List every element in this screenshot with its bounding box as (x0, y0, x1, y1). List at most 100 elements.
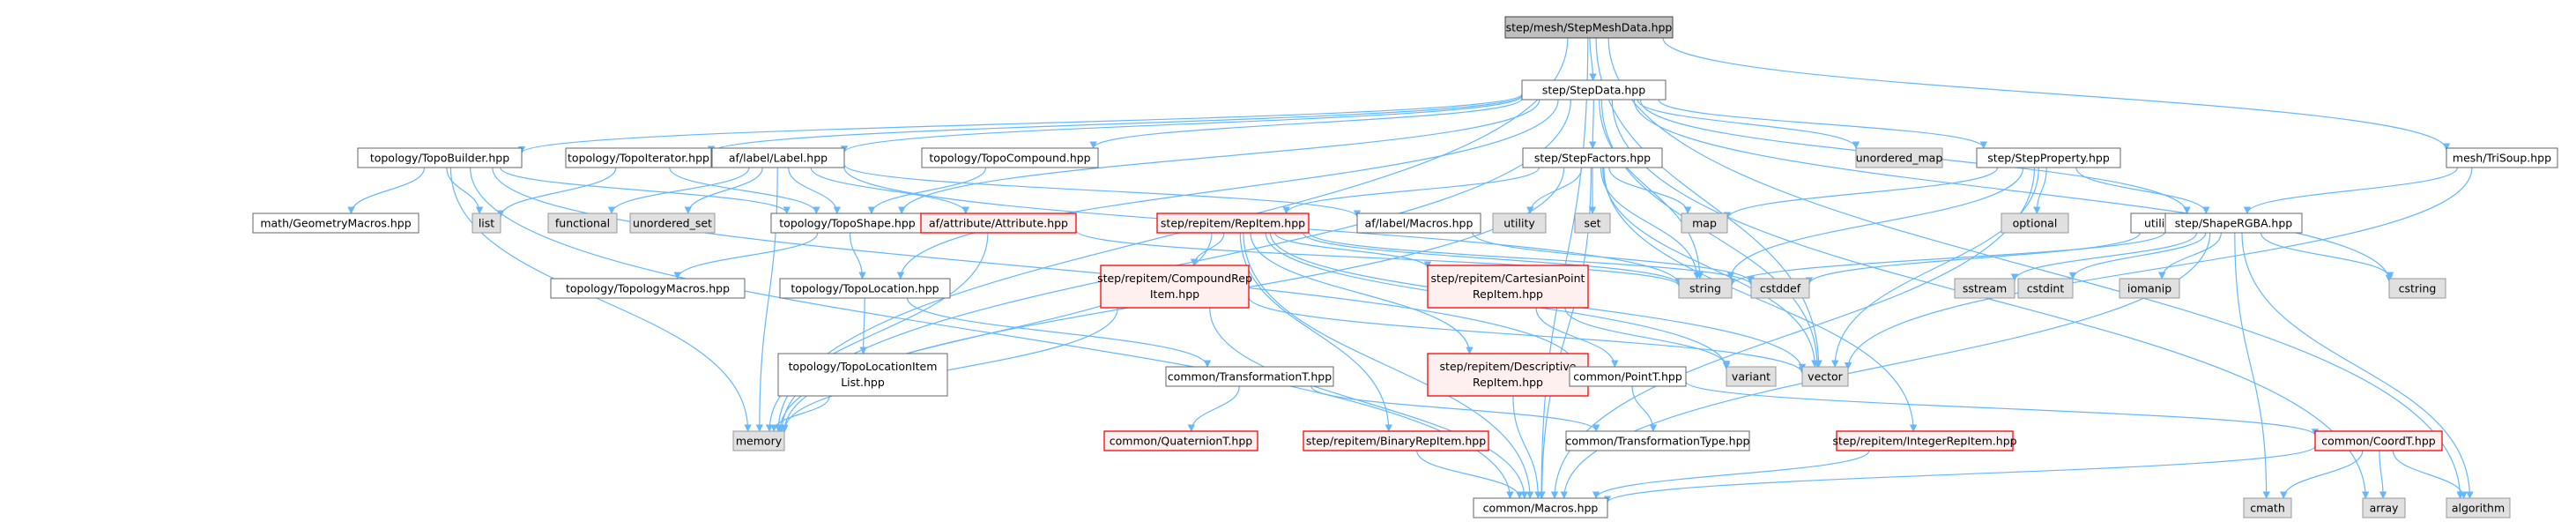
node-macros-label[interactable]: af/label/Macros.hpp (1356, 213, 1481, 234)
edge-stepdata-to-topobuilder (518, 93, 1523, 154)
node-box (1954, 278, 2016, 299)
node-binaryrepitem[interactable]: step/repitem/BinaryRepItem.hpp (1303, 430, 1489, 451)
edge-trisoup-to-indexdef (2243, 167, 2459, 214)
node-integerrepitem[interactable]: step/repitem/IntegerRepItem.hpp (1832, 430, 2017, 451)
dependency-edges (347, 37, 2474, 503)
node-label: topology/TopoLocation.hpp (791, 282, 939, 295)
node-label: af/attribute/Attribute.hpp (929, 217, 1068, 230)
node-pointt[interactable]: common/PointT.hpp (1569, 366, 1687, 387)
node-iomanip: iomanip (2119, 278, 2180, 299)
node-label: mesh/TriSoup.hpp (2453, 152, 2551, 165)
edge-stepproperty-to-string (1726, 167, 2024, 280)
edge-repitem-to-macros_common (1243, 232, 1534, 499)
node-topocompound[interactable]: topology/TopoCompound.hpp (921, 147, 1099, 168)
node-box (732, 430, 785, 451)
edge-cartesianpoint-to-variant (1564, 307, 1731, 369)
node-box (779, 278, 951, 299)
node-box (777, 353, 948, 397)
edge-descriptive-to-macros_common (1512, 395, 1542, 499)
node-topoiterator[interactable]: topology/TopoIterator.hpp (565, 147, 712, 168)
node-box (1836, 430, 2014, 451)
node-label[interactable]: af/label/Label.hpp (711, 147, 845, 168)
edge-attribute-to-memory (765, 232, 989, 432)
node-repitem[interactable]: step/repitem/RepItem.hpp (1156, 213, 1310, 234)
node-label: common/QuaternionT.hpp (1110, 435, 1253, 448)
node-label: common/TransformationT.hpp (1168, 370, 1332, 384)
node-attribute[interactable]: af/attribute/Attribute.hpp (920, 213, 1077, 234)
edge-topobuilder-to-geometrymacros (347, 167, 426, 214)
node-list: list (471, 213, 501, 234)
node-label: topology/TopoShape.hpp (779, 217, 916, 230)
node-box (1156, 213, 1310, 234)
edge-repitem-to-cstddef (1308, 231, 1756, 286)
node-box (2314, 430, 2443, 451)
node-label: list (479, 217, 494, 230)
node-functional: functional (547, 213, 618, 234)
edge-repitem-to-descriptive (1250, 232, 1474, 354)
node-stepfactors[interactable]: step/StepFactors.hpp (1522, 147, 1663, 168)
node-transformationtype[interactable]: common/TransformationType.hpp (1565, 430, 1750, 451)
edge-root-to-trisoup (1662, 37, 2451, 151)
node-box (1855, 147, 1943, 168)
node-label: af/label/Macros.hpp (1365, 217, 1474, 230)
node-box (1750, 278, 1810, 299)
node-label: topology/TopoIterator.hpp (568, 152, 709, 165)
node-box (1427, 265, 1589, 309)
edge-repitem-to-string (1303, 232, 1683, 286)
node-box (1103, 430, 1258, 451)
node-label: math/GeometryMacros.hpp (260, 217, 411, 230)
node-coordt[interactable]: common/CoordT.hpp (2314, 430, 2443, 451)
node-label: step/StepProperty.hpp (1987, 152, 2110, 165)
node-transformationt[interactable]: common/TransformationT.hpp (1165, 366, 1334, 387)
node-label: common/TransformationType.hpp (1566, 435, 1750, 448)
edge-stepproperty-to-optional (2033, 167, 2047, 214)
edge-stepdata-to-string (1599, 99, 1704, 280)
edge-topoiterator-to-list (496, 167, 617, 218)
node-label: iomanip (2127, 282, 2171, 295)
edge-trisoup-to-vector (1844, 167, 2473, 370)
node-stepdata[interactable]: step/StepData.hpp (1521, 79, 1667, 101)
node-toposhape[interactable]: topology/TopoShape.hpp (770, 213, 924, 234)
node-label: common/Macros.hpp (1483, 502, 1599, 515)
node-topobuilder[interactable]: topology/TopoBuilder.hpp (357, 147, 523, 168)
node-stepproperty[interactable]: step/StepProperty.hpp (1976, 147, 2121, 168)
node-box (471, 213, 501, 234)
node-topologymacros[interactable]: topology/TopologyMacros.hpp (550, 278, 746, 299)
node-trisoup[interactable]: mesh/TriSoup.hpp (2446, 147, 2558, 168)
node-quaterniont[interactable]: common/QuaternionT.hpp (1103, 430, 1258, 451)
node-algorithm: algorithm (2446, 497, 2511, 518)
edge-transformationt-to-transformationtype (1310, 385, 1600, 432)
edge-shapergba-to-cstring (2260, 232, 2394, 280)
node-label: common/PointT.hpp (1573, 370, 1682, 384)
edge-topolocation-to-topolocationitemlist (859, 297, 867, 354)
node-shapergba[interactable]: step/ShapeRGBA.hpp (2164, 213, 2303, 234)
node-set: set (1574, 213, 1611, 234)
node-box (252, 213, 419, 234)
node-macros-common[interactable]: common/Macros.hpp (1473, 497, 1608, 518)
node-box (1574, 213, 1611, 234)
edge-label-to-attribute (810, 167, 969, 214)
node-label: optional (2013, 217, 2058, 230)
edge-transformationt-to-quaterniont (1187, 385, 1240, 432)
node-label: step/repitem/RepItem.hpp (1161, 217, 1305, 230)
edge-toposhape-to-topologymacros (673, 232, 819, 280)
node-label: vector (1808, 370, 1844, 384)
edge-cartesianpoint-to-pointt (1535, 307, 1619, 368)
node-cstdint: cstdint (2017, 278, 2074, 299)
node-topolocation[interactable]: topology/TopoLocation.hpp (779, 278, 951, 299)
node-box (1681, 213, 1728, 234)
edge-stepdata-to-topocompound (1089, 98, 1523, 149)
node-label: unordered_set (633, 217, 712, 230)
node-unordered-set: unordered_set (629, 213, 716, 234)
node-utility: utility (1492, 213, 1547, 234)
node-geometrymacros[interactable]: math/GeometryMacros.hpp (252, 213, 419, 234)
node-label: cstdint (2027, 282, 2065, 295)
dependency-nodes: step/mesh/StepMeshData.hppstep/StepData.… (252, 16, 2558, 518)
edge-integerrepitem-to-macros_common (1592, 450, 1870, 499)
